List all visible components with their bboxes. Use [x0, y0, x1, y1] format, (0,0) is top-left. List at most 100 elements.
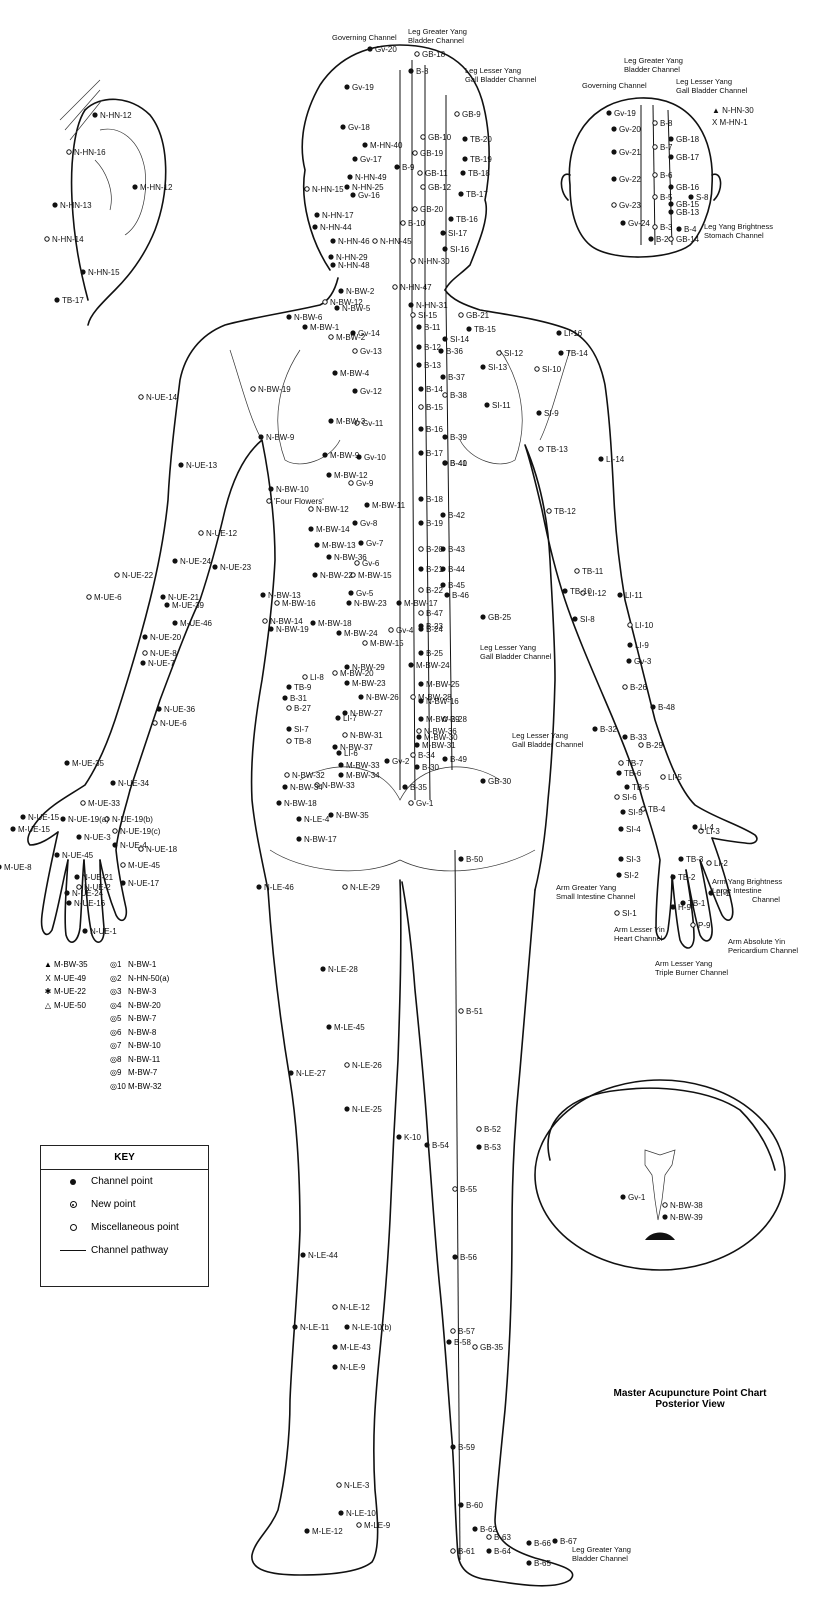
- point-label: TB-3: [686, 855, 704, 864]
- new-point-marker: [342, 884, 348, 890]
- point-label: SI-15: [418, 311, 438, 320]
- channel-point-marker: [418, 496, 424, 502]
- channel-point-marker: [330, 262, 336, 268]
- inset-legend-label: X M-HN-1: [712, 118, 748, 127]
- point-label: N-BW-19: [276, 625, 309, 634]
- channel-point-marker: [418, 386, 424, 392]
- point-label: B-57: [458, 1327, 475, 1336]
- point-label: M-LE-12: [312, 1527, 343, 1536]
- point-label: N-BW-19: [258, 385, 291, 394]
- new-point-marker: [350, 572, 356, 578]
- point-label: B-7: [660, 143, 673, 152]
- key-label: New point: [91, 1199, 136, 1210]
- point-label: B-3: [660, 223, 673, 232]
- point-label: TB-8: [294, 737, 312, 746]
- channel-point-marker: [394, 164, 400, 170]
- channel-point-marker: [611, 176, 617, 182]
- channel-point-marker: [60, 816, 66, 822]
- new-point-marker: [660, 774, 666, 780]
- point-label: LI-4: [700, 823, 714, 832]
- channel-point-marker: [442, 434, 448, 440]
- point-label: N-BW-18: [284, 799, 317, 808]
- point-label: B-37: [448, 373, 465, 382]
- point-label: TB-20: [470, 135, 492, 144]
- point-label: N-HN-12: [100, 111, 132, 120]
- point-label: GB-9: [462, 110, 481, 119]
- dotted-circle-icon: [55, 1201, 91, 1208]
- point-label: N-BW-12: [316, 505, 349, 514]
- new-point-marker: [250, 386, 256, 392]
- channel-point-marker: [626, 658, 632, 664]
- head-inset: [560, 97, 722, 258]
- channel-name: Leg Greater Yang: [572, 1545, 631, 1554]
- channel-point-marker: [330, 238, 336, 244]
- point-label: M-BW-14: [316, 525, 350, 534]
- point-label: B-28: [450, 715, 467, 724]
- channel-point-marker: [80, 269, 86, 275]
- point-label: M-BW-3: [336, 417, 366, 426]
- channel-point-marker: [120, 880, 126, 886]
- channel-point-marker: [336, 750, 342, 756]
- point-label: Gv-6: [362, 559, 380, 568]
- channel-point-marker: [617, 592, 623, 598]
- point-label: B-19: [426, 519, 443, 528]
- point-label: N-UE-12: [206, 529, 238, 538]
- new-point-marker: [342, 732, 348, 738]
- point-label: B-15: [426, 403, 443, 412]
- point-label: B-13: [424, 361, 441, 370]
- point-label: N-BW-34: [290, 783, 323, 792]
- new-point-marker: [652, 120, 658, 126]
- point-label: Gv-8: [360, 519, 378, 528]
- point-label: N-BW-39: [670, 1213, 703, 1222]
- channel-point-marker: [662, 1214, 668, 1220]
- point-label: N-UE-45: [62, 851, 94, 860]
- point-label: M-HN-12: [140, 183, 173, 192]
- channel-point-marker: [648, 236, 654, 242]
- point-label: Gv-2: [392, 757, 410, 766]
- channel-point-marker: [526, 1540, 532, 1546]
- channel-point-marker: [335, 715, 341, 721]
- channel-point-marker: [344, 1324, 350, 1330]
- channel-point-marker: [256, 884, 262, 890]
- point-label: N-HN-31: [416, 301, 448, 310]
- channel-name: Leg Greater Yang: [624, 56, 683, 65]
- point-label: H-9: [678, 903, 691, 912]
- point-label: LI-5: [668, 773, 682, 782]
- new-point-marker: [44, 236, 50, 242]
- point-label: M-BW-15: [370, 639, 404, 648]
- new-point-marker: [418, 610, 424, 616]
- point-label: B-49: [450, 755, 467, 764]
- channel-point-marker: [442, 246, 448, 252]
- new-point-marker: [418, 404, 424, 410]
- point-label: M-BW-17: [404, 599, 438, 608]
- channel-point-marker: [418, 681, 424, 687]
- channel-point-marker: [611, 126, 617, 132]
- channel-name: Gall Bladder Channel: [512, 740, 584, 749]
- channel-name: Gall Bladder Channel: [465, 75, 537, 84]
- point-label: B-55: [460, 1185, 477, 1194]
- channel-point-marker: [76, 834, 82, 840]
- point-label: B-59: [458, 1443, 475, 1452]
- point-label: B-61: [458, 1547, 475, 1556]
- channel-point-marker: [384, 758, 390, 764]
- point-label: GB-12: [428, 183, 452, 192]
- point-label: M-UE-35: [72, 759, 105, 768]
- point-label: M-BW-1: [310, 323, 340, 332]
- channel-point-marker: [460, 170, 466, 176]
- point-label: B-66: [534, 1539, 551, 1548]
- new-point-marker: [304, 186, 310, 192]
- point-label: SI-9: [544, 409, 559, 418]
- point-label: B-23: [426, 622, 443, 631]
- channel-name: Gall Bladder Channel: [676, 86, 748, 95]
- channel-point-marker: [326, 472, 332, 478]
- point-label: S-8: [696, 193, 709, 202]
- point-label: M-BW-2: [336, 333, 366, 342]
- point-label: LI-8: [310, 673, 324, 682]
- new-point-marker: [372, 238, 378, 244]
- key-row-misc-point: Miscellaneous point: [41, 1216, 208, 1239]
- point-label: B-16: [426, 425, 443, 434]
- caption-subtitle: Posterior View: [655, 1399, 725, 1410]
